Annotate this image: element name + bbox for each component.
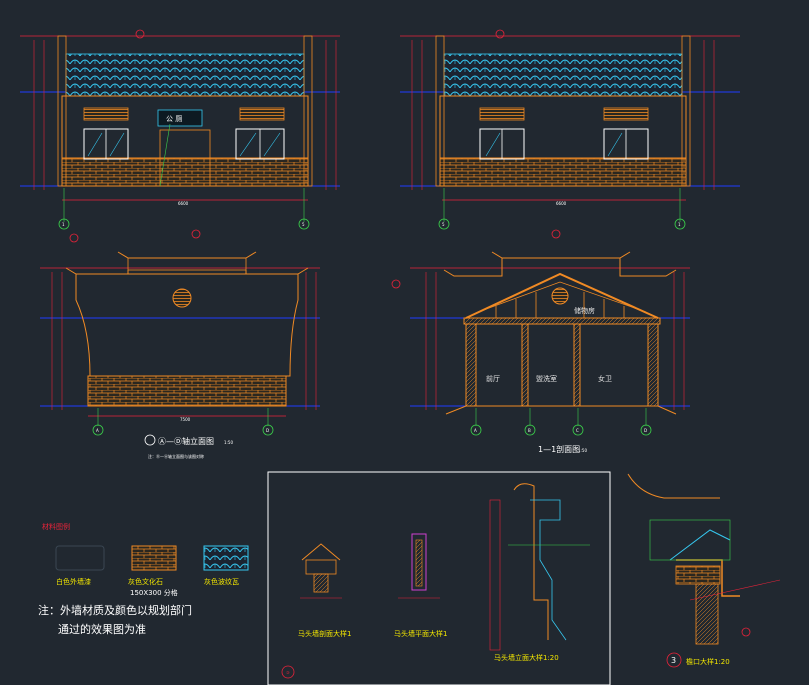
axis-label-5-left: 5 — [302, 222, 305, 227]
dim-top-left: 6600 — [178, 201, 189, 206]
elevation-side-note: 注：Ⓓ—Ⓐ轴立面图与该图对称 — [148, 453, 204, 459]
axis-label-b-section: B — [528, 428, 531, 433]
legend-tile: 灰色波纹瓦 — [204, 577, 239, 586]
dim-top-right: 6600 — [556, 201, 567, 206]
axis-label-a-side: A — [96, 428, 99, 433]
section-scale: 1:50 — [578, 448, 587, 453]
legend-note-line-2: 通过的效果图为准 — [58, 622, 146, 636]
room-front-label: 前厅 — [486, 374, 500, 383]
axis-label-1-left: 1 — [62, 222, 65, 227]
legend-white-wall: 白色外墙漆 — [56, 577, 91, 586]
detail-1-title: 马头墙剖面大样1 — [298, 629, 351, 638]
axis-label-a-section: A — [474, 428, 477, 433]
eave-detail-circle-label: 3 — [671, 656, 676, 665]
eave-detail — [627, 473, 781, 668]
axis-label-1-right: 1 — [678, 222, 681, 227]
dim-mid-left: 7500 — [180, 417, 191, 422]
section-title: 1—1剖面图 — [538, 444, 580, 454]
section-1-1 — [391, 229, 690, 436]
elevation-side-title: Ⓐ—Ⓓ轴立面图 — [158, 436, 214, 446]
legend-title: 材料图例 — [42, 522, 70, 531]
elevation-side-scale: 1:50 — [224, 440, 233, 445]
detail-2-title: 马头墙平面大样1 — [394, 629, 447, 638]
axis-label-d-side: D — [266, 428, 269, 433]
legend-stone: 灰色文化石 — [128, 577, 163, 586]
elevation-front — [20, 29, 340, 243]
material-legend — [55, 545, 249, 571]
room-storage-label: 储物房 — [574, 306, 595, 315]
legend-note-line-1: 注：外墙材质及颜色以规划部门 — [38, 603, 192, 617]
detail-box-circle-label: ③ — [286, 670, 290, 675]
room-toilet-label: 女卫 — [598, 374, 612, 383]
detail-box — [267, 471, 611, 685]
axis-label-5-right: 5 — [442, 222, 445, 227]
legend-stone-size: 150X300 分格 — [130, 588, 178, 597]
elevation-side — [40, 229, 320, 446]
sign-text: 公 厕 — [166, 115, 182, 123]
room-wash-label: 盥洗室 — [536, 374, 557, 383]
detail-4-title: 檐口大样1:20 — [686, 657, 730, 666]
axis-label-c-section: C — [576, 428, 579, 433]
axis-label-d-section: D — [644, 428, 647, 433]
elevation-rear — [400, 29, 740, 230]
detail-3-title: 马头墙立面大样1:20 — [494, 653, 559, 662]
